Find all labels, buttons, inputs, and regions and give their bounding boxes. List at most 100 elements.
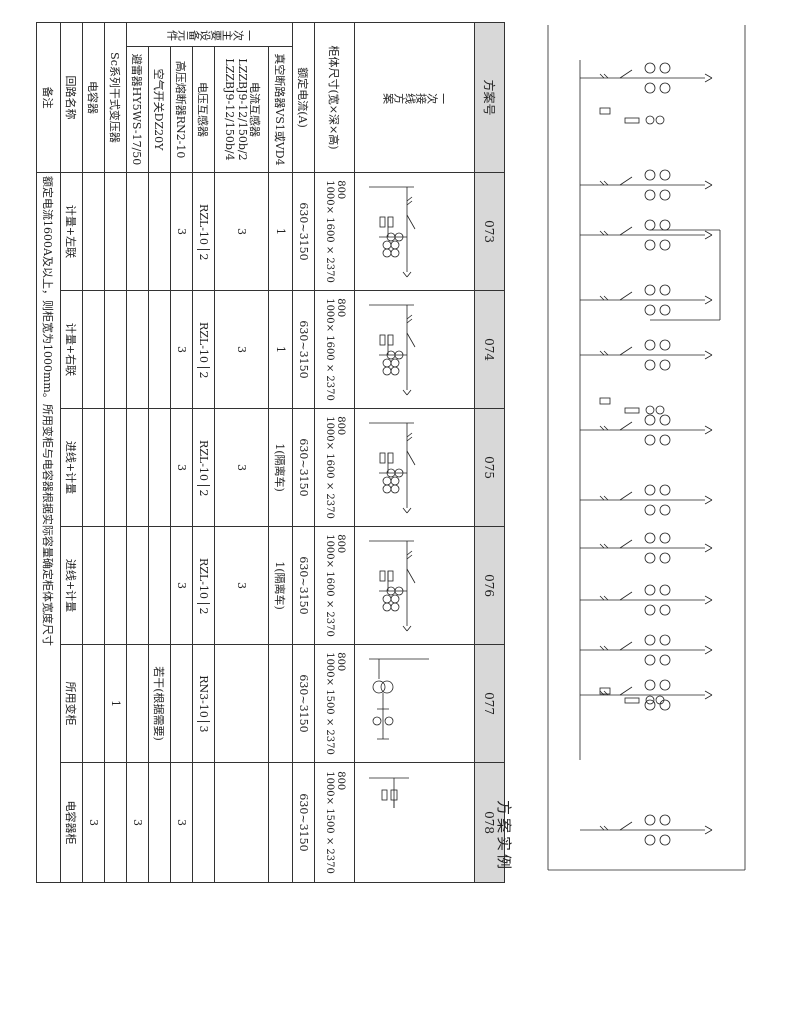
ct-circle-symbol (387, 468, 396, 477)
ct-circle-symbol (644, 339, 656, 351)
arrow-symbol (407, 271, 412, 277)
disconnect-symbol (603, 350, 609, 356)
ct-circle-symbol (387, 586, 396, 595)
ct-circle-symbol (659, 679, 671, 691)
breaker-symbol (619, 821, 633, 831)
ct-circle-symbol (644, 359, 656, 371)
diagram-078 (354, 762, 475, 883)
ct-circle-symbol (644, 604, 656, 616)
ct-circle-symbol (383, 366, 392, 375)
wiring-diagram-078 (369, 777, 410, 808)
ct-circle-symbol (659, 169, 671, 181)
wiring-diagram-073 (369, 186, 416, 277)
arrow-symbol (704, 184, 713, 190)
diagram-073 (354, 172, 475, 291)
arrow-symbol (704, 425, 713, 431)
ct-circle-symbol (644, 169, 656, 181)
arrow-symbol (704, 429, 713, 435)
diagram-074 (354, 290, 475, 409)
disconnect-symbol (407, 196, 413, 201)
disconnect-symbol (599, 350, 605, 356)
breaker-symbol (619, 291, 633, 301)
ct-circle-symbol (659, 284, 671, 296)
disconnect-symbol (603, 425, 609, 431)
breaker-symbol (619, 591, 633, 601)
fuse-symbol (380, 570, 386, 581)
arrow-symbol (704, 690, 713, 696)
ct-circle-symbol (644, 189, 656, 201)
example-wiring-diagram (547, 25, 746, 871)
disconnect-symbol (599, 295, 605, 301)
breaker-symbol (407, 214, 416, 229)
arrow-symbol (704, 547, 713, 553)
vt-circle-symbol (645, 115, 655, 125)
disconnect-symbol (599, 645, 605, 651)
ct-circle-symbol (644, 284, 656, 296)
disconnect-symbol (599, 690, 605, 696)
arrow-symbol (704, 299, 713, 305)
ct-circle-symbol (659, 504, 671, 516)
disconnect-symbol (603, 595, 609, 601)
disconnect-symbol (599, 543, 605, 549)
breaker-symbol (619, 539, 633, 549)
arrow-symbol (704, 599, 713, 605)
disconnect-symbol (603, 495, 609, 501)
arrow-symbol (704, 354, 713, 360)
arrow-symbol (704, 499, 713, 505)
disconnect-symbol (599, 230, 605, 236)
diagram-077 (354, 644, 475, 763)
wiring-diagram-075 (369, 422, 416, 513)
ct-circle-symbol (383, 602, 392, 611)
ct-circle-symbol (644, 584, 656, 596)
transformer-symbol (381, 680, 394, 693)
ct-circle-symbol (644, 699, 656, 711)
ct-circle-symbol (644, 62, 656, 74)
disconnect-symbol (603, 543, 609, 549)
wiring-diagram-077 (369, 658, 430, 739)
ct-circle-symbol (659, 654, 671, 666)
disconnect-symbol (599, 425, 605, 431)
ct-circle-symbol (659, 634, 671, 646)
vt-circle-symbol (655, 405, 665, 415)
disconnect-symbol (407, 550, 413, 555)
disconnect-symbol (407, 200, 413, 205)
breaker-symbol (619, 686, 633, 696)
ct-circle-symbol (659, 699, 671, 711)
arrow-symbol (704, 825, 713, 831)
ct-circle-symbol (659, 414, 671, 426)
ct-circle-symbol (644, 414, 656, 426)
fuse-symbol (624, 407, 640, 414)
diagram-076 (354, 526, 475, 645)
arrow-symbol (704, 543, 713, 549)
scheme-table-rotated: 方案号 073 074 075 076 077 078 一次接线方案 (36, 22, 505, 883)
wiring-diagram-074 (369, 304, 416, 395)
breaker-symbol (407, 332, 416, 347)
arrow-symbol (704, 350, 713, 356)
ct-circle-symbol (659, 834, 671, 846)
disconnect-symbol (599, 825, 605, 831)
diagram-075 (354, 408, 475, 527)
arrow-symbol (403, 625, 408, 631)
disconnect-symbol (603, 180, 609, 186)
ct-circle-symbol (659, 62, 671, 74)
ct-circle-symbol (383, 248, 392, 257)
ct-circle-symbol (659, 814, 671, 826)
fuse-symbol (624, 117, 640, 124)
wiring-diagram-076 (369, 540, 416, 631)
ct-circle-symbol (644, 834, 656, 846)
ct-circle-symbol (644, 814, 656, 826)
arrester-symbol (382, 789, 388, 800)
ct-circle-symbol (644, 434, 656, 446)
ct-circle-symbol (385, 716, 394, 725)
ct-circle-symbol (659, 604, 671, 616)
fuse-symbol (599, 107, 611, 115)
ct-circle-symbol (644, 679, 656, 691)
ct-circle-symbol (659, 339, 671, 351)
scheme-table: 方案号 073 074 075 076 077 078 一次接线方案 (36, 22, 505, 883)
ct-circle-symbol (387, 350, 396, 359)
arrow-symbol (704, 234, 713, 240)
arrow-symbol (403, 271, 408, 277)
ct-circle-symbol (373, 716, 382, 725)
fuse-symbol (380, 334, 386, 345)
ct-circle-symbol (644, 504, 656, 516)
